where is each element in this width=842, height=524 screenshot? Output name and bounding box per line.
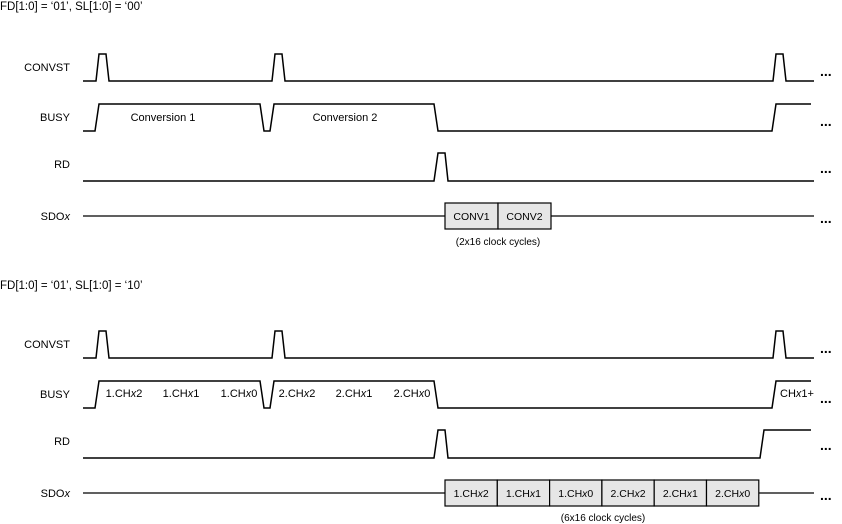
sdo-cell-label: 2.CHx1 [663, 488, 698, 500]
sdo-cell-label: 2.CHx0 [715, 488, 750, 500]
panel-2-sdo-note: (6x16 clock cycles) [561, 513, 645, 524]
continuation-dots: ... [820, 437, 832, 453]
sdo-cell [496, 479, 551, 507]
sdo-cell [444, 202, 499, 230]
panel-2-title: FD[1:0] = ‘01’, SL[1:0] = ‘10’ [0, 280, 143, 292]
panel-1-convst-wave [83, 53, 814, 82]
continuation-dots: ... [820, 160, 832, 176]
sdo-cell [548, 479, 603, 507]
sdo-cell-label: 1.CHx2 [454, 488, 489, 500]
panel-1-sdo-label: SDOx [41, 211, 71, 223]
panel-1-title: FD[1:0] = ‘01’, SL[1:0] = ‘00’ [0, 1, 143, 13]
sdo-cell-label: CONV1 [453, 211, 489, 223]
panel-1-busy-wave [83, 103, 811, 132]
sdo-cell [497, 202, 552, 230]
sdo-cell-label: CONV2 [506, 211, 542, 223]
continuation-dots: ... [820, 210, 832, 226]
timing-panel-2: FD[1:0] = ‘01’, SL[1:0] = ‘10’ CONVST BU… [0, 280, 832, 524]
continuation-dots: ... [820, 63, 832, 79]
timing-panel-1: FD[1:0] = ‘01’, SL[1:0] = ‘00’ CONVST BU… [0, 1, 832, 248]
panel-2-busy-wave [83, 380, 811, 409]
panel-2-busy-seg: 2.CHx1 [336, 388, 373, 400]
panel-2-busy-seg: 1.CHx1 [163, 388, 200, 400]
continuation-dots: ... [820, 390, 832, 406]
panel-2-busy-tail: CHx1+ [780, 388, 814, 400]
panel-2-sdo-label: SDOx [41, 488, 71, 500]
panel-1-sdo-frame: CONV1 CONV2 [444, 202, 552, 230]
sdo-cell-label: 2.CHx2 [611, 488, 646, 500]
panel-2-busy-seg: 1.CHx0 [221, 388, 258, 400]
panel-1-sdo-note: (2x16 clock cycles) [456, 237, 540, 248]
panel-2-busy-label: BUSY [40, 389, 71, 401]
panel-2-busy-seg: 1.CHx2 [106, 388, 143, 400]
panel-1-rd-wave [83, 152, 814, 182]
panel-1-busy-phase-1: Conversion 1 [131, 112, 196, 124]
panel-2-convst-label: CONVST [24, 339, 70, 351]
panel-1-rd-label: RD [54, 159, 70, 171]
panel-2-busy-seg: 2.CHx0 [394, 388, 431, 400]
sdo-cell [705, 479, 760, 507]
continuation-dots: ... [820, 487, 832, 503]
sdo-cell [601, 479, 655, 507]
panel-1-busy-label: BUSY [40, 112, 71, 124]
continuation-dots: ... [820, 340, 832, 356]
panel-1-convst-label: CONVST [24, 62, 70, 74]
panel-2-convst-wave [83, 330, 814, 359]
panel-2-sdo-frame: 1.CHx2 1.CHx1 1.CHx0 2.CHx2 2.CHx1 2.CHx0 [444, 479, 760, 507]
sdo-cell [653, 479, 708, 507]
sdo-cell-label: 1.CHx1 [506, 488, 541, 500]
continuation-dots: ... [820, 113, 832, 129]
panel-2-rd-label: RD [54, 436, 70, 448]
panel-2-busy-seg: 2.CHx2 [279, 388, 316, 400]
sdo-cell-label: 1.CHx0 [558, 488, 593, 500]
panel-2-rd-wave [83, 429, 811, 459]
panel-1-busy-phase-2: Conversion 2 [313, 112, 378, 124]
